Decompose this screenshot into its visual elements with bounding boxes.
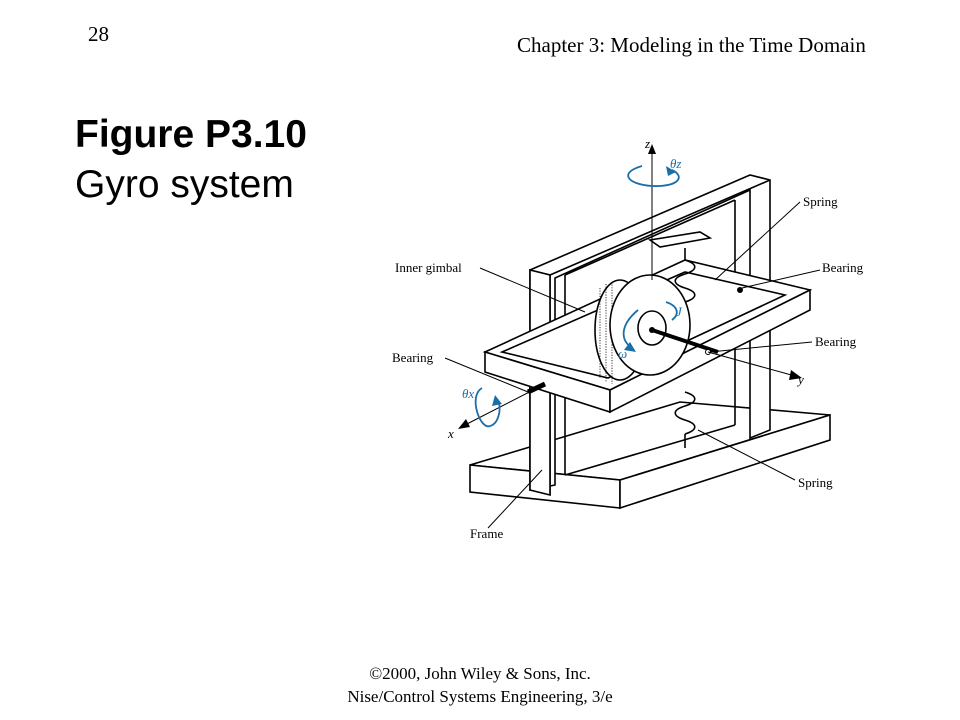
gyro-system-diagram: z y x θz θx ω J Spring [392,136,864,541]
theta-x-label: θx [462,386,474,401]
label-bearing-right: Bearing [815,334,857,349]
figure-label: Figure P3.10 [75,113,307,156]
label-inner-gimbal: Inner gimbal [395,260,462,275]
bearing-top-dot [737,287,743,293]
top-bearing-block [647,231,713,248]
leader-lines [444,201,821,529]
x-axis-label: x [447,426,454,441]
theta-x-arrow: θx [462,386,502,427]
label-bearing-left: Bearing [392,350,434,365]
rotor-wheel [594,274,719,384]
base-plate [469,401,831,510]
page-number: 28 [88,22,109,46]
J-label: J [676,304,683,319]
label-bearing-top: Bearing [822,260,864,275]
z-axis-label: z [644,136,650,151]
omega-label: ω [618,346,627,361]
J-arrow: J [665,301,683,321]
figure-caption: Gyro system [75,163,294,206]
footer: ©2000, John Wiley & Sons, Inc. Nise/Cont… [0,662,960,708]
theta-z-arrow: θz [627,156,681,187]
x-axis: x [447,383,546,441]
theta-z-label: θz [670,156,681,171]
label-frame: Frame [470,526,503,541]
chapter-title: Chapter 3: Modeling in the Time Domain [517,33,866,57]
footer-copyright: ©2000, John Wiley & Sons, Inc. [369,664,591,683]
y-axis-label: y [796,372,804,387]
z-axis: z [644,136,656,280]
label-spring-bottom: Spring [798,475,833,490]
y-axis: y [707,351,804,387]
spring-bottom [674,391,696,448]
label-spring-top: Spring [803,194,838,209]
footer-book-title: Nise/Control Systems Engineering, 3/e [347,687,613,706]
omega-arrow: ω [618,309,639,361]
